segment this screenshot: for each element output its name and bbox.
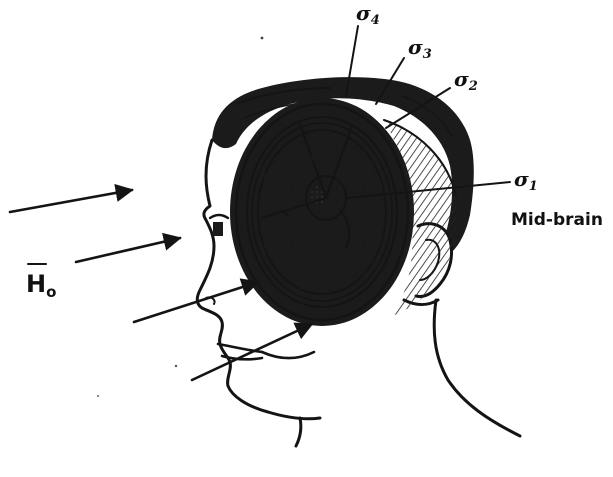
brain-cutaway bbox=[230, 98, 458, 326]
neck bbox=[296, 418, 301, 446]
field-arrow bbox=[10, 190, 132, 212]
label-field: Ho bbox=[26, 270, 56, 301]
label-sigma1: σ1 bbox=[514, 167, 538, 194]
label-sigma2: σ2 bbox=[454, 67, 478, 94]
label-sigma3: σ3 bbox=[408, 35, 432, 62]
field-arrow bbox=[192, 324, 312, 380]
eye bbox=[213, 222, 223, 236]
label-midbrain: Mid-brain bbox=[511, 210, 603, 230]
field-arrow bbox=[134, 282, 258, 322]
field-arrow bbox=[76, 238, 180, 262]
label-sigma4: σ4 bbox=[356, 1, 380, 28]
